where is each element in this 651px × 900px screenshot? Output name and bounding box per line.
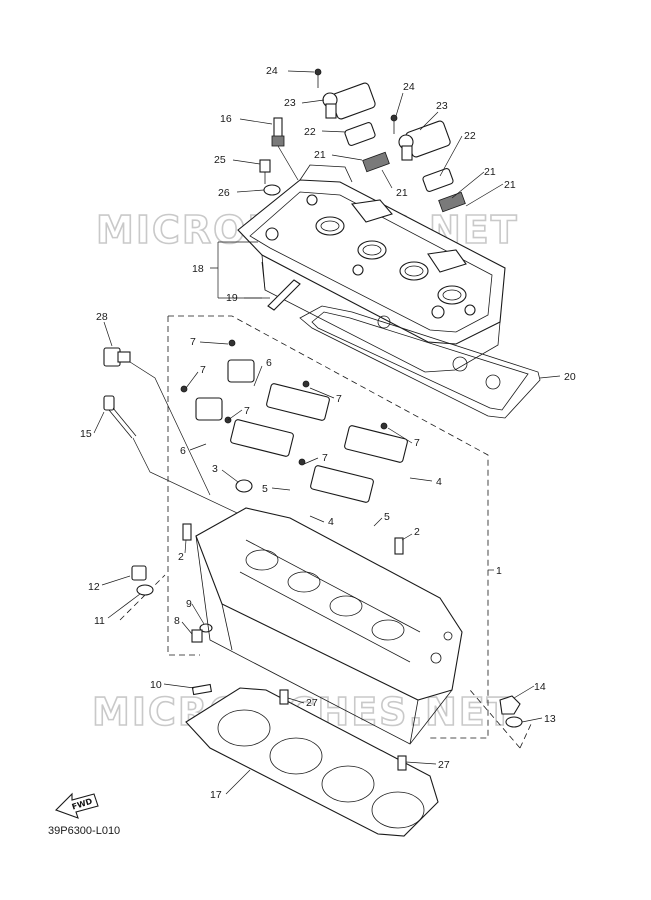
diagram-reference-code: 39P6300-L010 [48,825,120,837]
dowel-27-upper [279,689,289,705]
callout-10: 10 [150,679,162,691]
callout-13: 13 [544,713,556,725]
callout-8: 8 [174,615,180,627]
coil-seals [344,121,466,213]
gasket-13 [505,716,523,728]
callout-22b: 22 [464,130,476,142]
callout-11: 11 [94,615,105,627]
cylinder-head [195,507,463,745]
sensor-fitting [103,347,131,367]
callout-25: 25 [214,154,226,166]
head-cover-gasket [299,305,541,419]
fwd-arrow: FWD [55,792,99,819]
callout-18: 18 [192,263,204,275]
oil-filler-nut [499,695,521,715]
callout-23b: 23 [436,100,448,112]
callout-5a: 5 [262,483,268,495]
cover-bracket [267,279,301,311]
ignition-coil-right [390,114,451,161]
callout-7e: 7 [414,437,420,449]
cylinder-head-guide-lines [119,574,533,749]
bolt-8 [191,629,203,643]
callout-3: 3 [212,463,218,475]
callout-7b: 7 [200,364,206,376]
ignition-coil-left [314,68,376,120]
callout-2a: 2 [178,551,184,563]
dowel-pin-right [394,537,404,555]
callout-21c: 21 [396,187,408,199]
cover-washer [263,184,281,196]
callout-21d: 21 [504,179,516,191]
callout-28: 28 [96,311,108,323]
cylinder-head-gasket [185,687,439,837]
callout-27b: 27 [438,759,450,771]
callout-14: 14 [534,681,546,693]
callout-21b: 21 [484,166,496,178]
callout-6b: 6 [180,445,186,457]
stud-bolt [191,683,213,696]
cylinder-head-assembly-outline [167,315,489,739]
callout-12: 12 [88,581,100,593]
callout-15: 15 [80,428,92,440]
callout-16: 16 [220,113,232,125]
callout-labels: 24 24 23 23 16 22 22 21 21 21 21 25 26 1… [80,65,576,801]
callout-7d: 7 [244,405,250,417]
callout-17: 17 [210,789,222,801]
dowel-27-lower [397,755,407,771]
callout-24b: 24 [403,81,415,93]
callout-6a: 6 [266,357,272,369]
callout-4a: 4 [436,476,442,488]
cover-bolt [259,159,271,184]
callout-21a: 21 [314,149,326,161]
callout-1: 1 [496,565,502,577]
callout-27a: 27 [306,697,318,709]
leader-lines [93,70,561,795]
callout-26: 26 [218,187,230,199]
callout-19: 19 [226,292,238,304]
callout-2b: 2 [414,526,420,538]
camshaft-caps [180,339,408,503]
callout-24a: 24 [266,65,278,77]
union-bolt [131,565,147,581]
spark-plug [271,117,285,147]
callout-7a: 7 [190,336,196,348]
callout-4b: 4 [328,516,334,528]
callout-7f: 7 [322,452,328,464]
callout-7c: 7 [336,393,342,405]
plug-cap [235,479,253,493]
callout-20: 20 [564,371,576,383]
long-stud-bolt [103,395,137,439]
callout-22a: 22 [304,126,316,138]
copper-washer [136,584,154,596]
head-cover-gasket-inner [311,311,529,411]
callout-5b: 5 [384,511,390,523]
dowel-pin-left [182,523,192,541]
callout-9: 9 [186,598,192,610]
callout-23a: 23 [284,97,296,109]
cylinder-head-cover [237,164,506,373]
